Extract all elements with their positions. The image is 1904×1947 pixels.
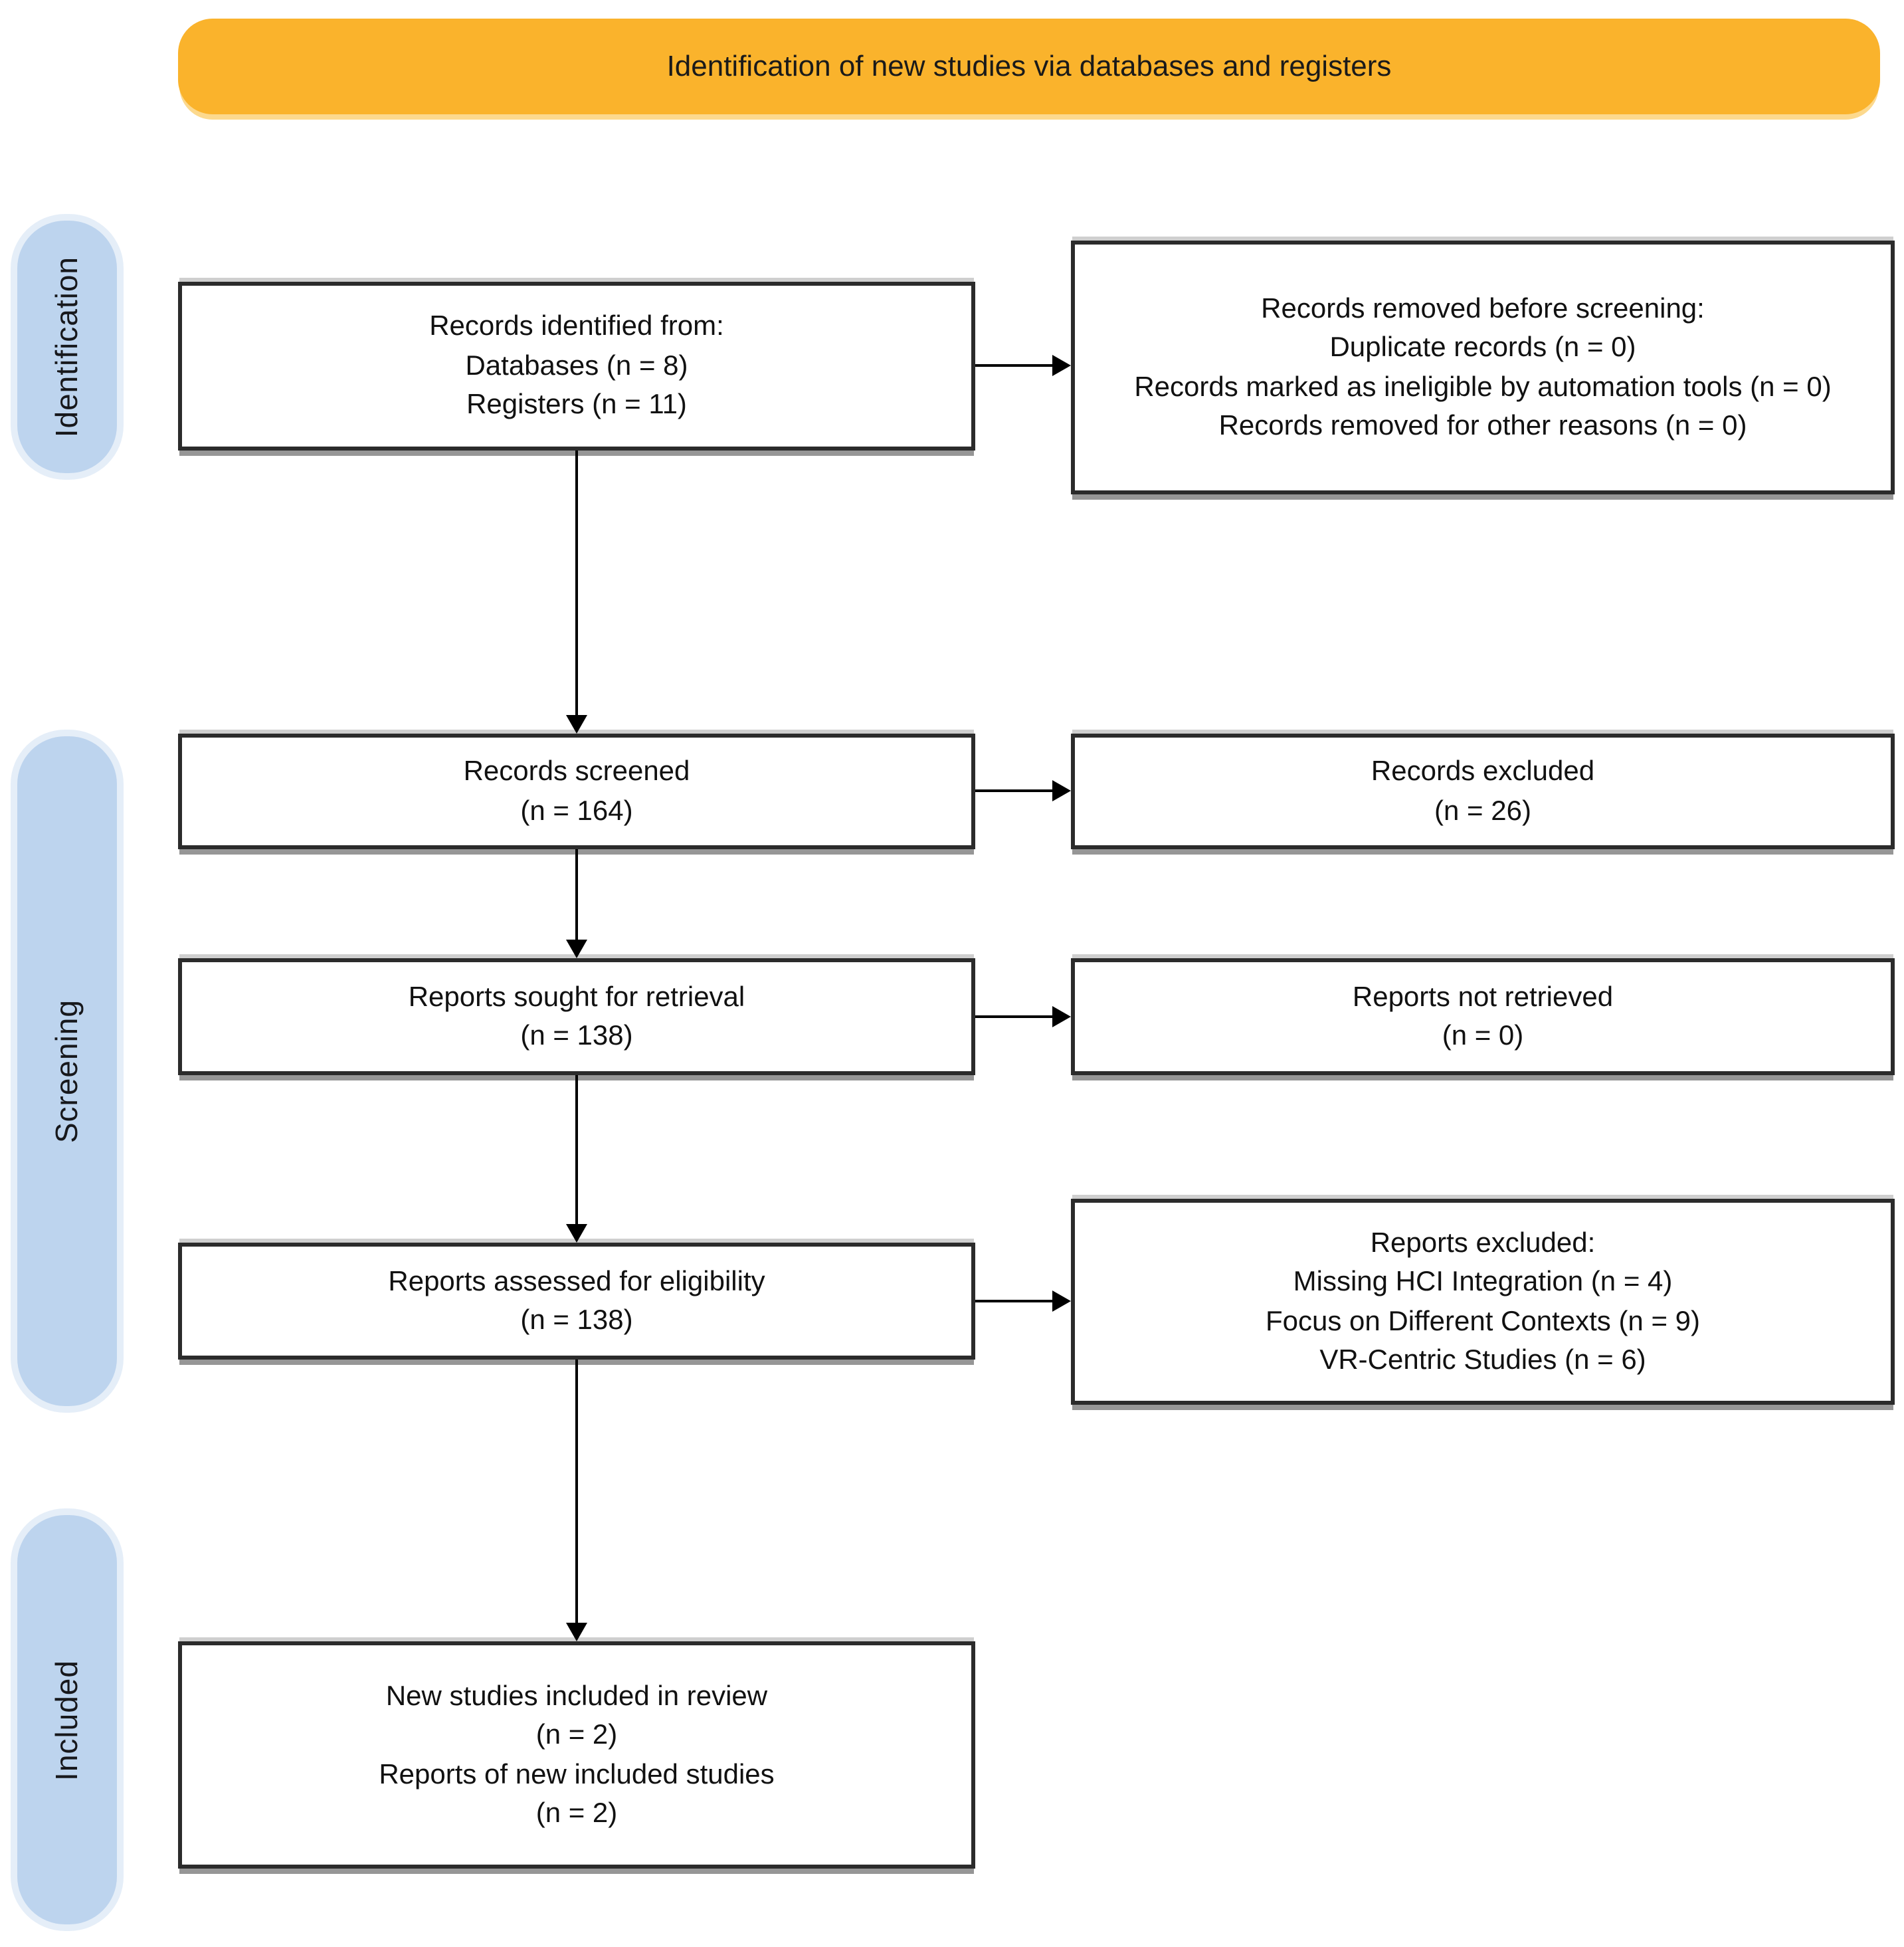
arrow-line-sought-to-not-retrieved — [975, 1015, 1055, 1018]
box-line: Reports assessed for eligibility — [388, 1266, 765, 1297]
arrowhead-right-icon — [1052, 1290, 1071, 1312]
box-records-excluded: Records excluded (n = 26) — [1071, 734, 1895, 849]
arrowhead-right-icon — [1052, 355, 1071, 376]
box-line: Registers (n = 11) — [466, 389, 687, 421]
arrowhead-down-icon — [566, 940, 587, 958]
arrow-line-screened-to-sought — [575, 849, 578, 942]
stage-label-identification: Identification — [49, 256, 84, 438]
box-records-identified: Records identified from: Databases (n = … — [178, 282, 975, 451]
box-line: Records removed before screening: — [1261, 293, 1705, 324]
box-reports-assessed: Reports assessed for eligibility (n = 13… — [178, 1243, 975, 1360]
stage-label-screening: Screening — [49, 999, 84, 1144]
arrow-line-screened-to-excluded — [975, 789, 1055, 792]
arrow-line-identified-to-removed — [975, 364, 1055, 367]
box-line: Focus on Different Contexts (n = 9) — [1265, 1306, 1701, 1336]
arrow-line-assessed-to-included — [575, 1360, 578, 1625]
box-line: New studies included in review — [385, 1681, 768, 1712]
arrow-line-identified-to-screened — [575, 451, 578, 718]
arrowhead-down-icon — [566, 1224, 587, 1243]
box-line: Reports sought for retrieval — [408, 981, 745, 1013]
box-records-screened: Records screened (n = 164) — [178, 734, 975, 849]
arrowhead-down-icon — [566, 1623, 587, 1641]
arrowhead-right-icon — [1052, 780, 1071, 801]
box-line: (n = 138) — [520, 1305, 633, 1336]
box-line: Databases (n = 8) — [465, 350, 688, 381]
stage-pill-screening: Screening — [17, 736, 117, 1406]
box-line: Records excluded — [1371, 756, 1595, 787]
box-line: (n = 2) — [535, 1720, 618, 1751]
box-records-removed: Records removed before screening: Duplic… — [1071, 241, 1895, 494]
box-line: Records removed for other reasons (n = 0… — [1218, 410, 1747, 441]
box-line: (n = 164) — [520, 795, 633, 826]
box-line: Records screened — [463, 756, 690, 787]
box-reports-not-retrieved: Reports not retrieved (n = 0) — [1071, 958, 1895, 1075]
box-line: (n = 2) — [535, 1797, 618, 1829]
box-line: Reports excluded: — [1370, 1227, 1596, 1259]
stage-label-included: Included — [49, 1659, 84, 1780]
title-banner: Identification of new studies via databa… — [178, 19, 1880, 114]
box-line: (n = 26) — [1434, 795, 1531, 826]
box-line: VR-Centric Studies (n = 6) — [1319, 1344, 1646, 1376]
stage-pill-identification: Identification — [17, 221, 117, 473]
arrow-line-assessed-to-reports-excluded — [975, 1300, 1055, 1302]
box-reports-excluded: Reports excluded: Missing HCI Integratio… — [1071, 1199, 1895, 1405]
arrowhead-down-icon — [566, 715, 587, 734]
arrowhead-right-icon — [1052, 1006, 1071, 1027]
box-new-studies-included: New studies included in review (n = 2) R… — [178, 1641, 975, 1869]
box-line: Reports not retrieved — [1352, 981, 1614, 1013]
box-line: (n = 0) — [1442, 1021, 1524, 1051]
stage-pill-included: Included — [17, 1515, 117, 1924]
box-line: Duplicate records (n = 0) — [1329, 332, 1636, 363]
box-line: Records identified from: — [429, 311, 724, 342]
title-banner-label: Identification of new studies via databa… — [666, 49, 1392, 82]
box-line: Missing HCI Integration (n = 4) — [1293, 1267, 1673, 1298]
box-reports-sought: Reports sought for retrieval (n = 138) — [178, 958, 975, 1075]
box-line: Records marked as ineligible by automati… — [1134, 371, 1832, 402]
arrow-line-sought-to-assessed — [575, 1075, 578, 1227]
box-line: (n = 138) — [520, 1021, 633, 1051]
box-line: Reports of new included studies — [379, 1759, 775, 1790]
